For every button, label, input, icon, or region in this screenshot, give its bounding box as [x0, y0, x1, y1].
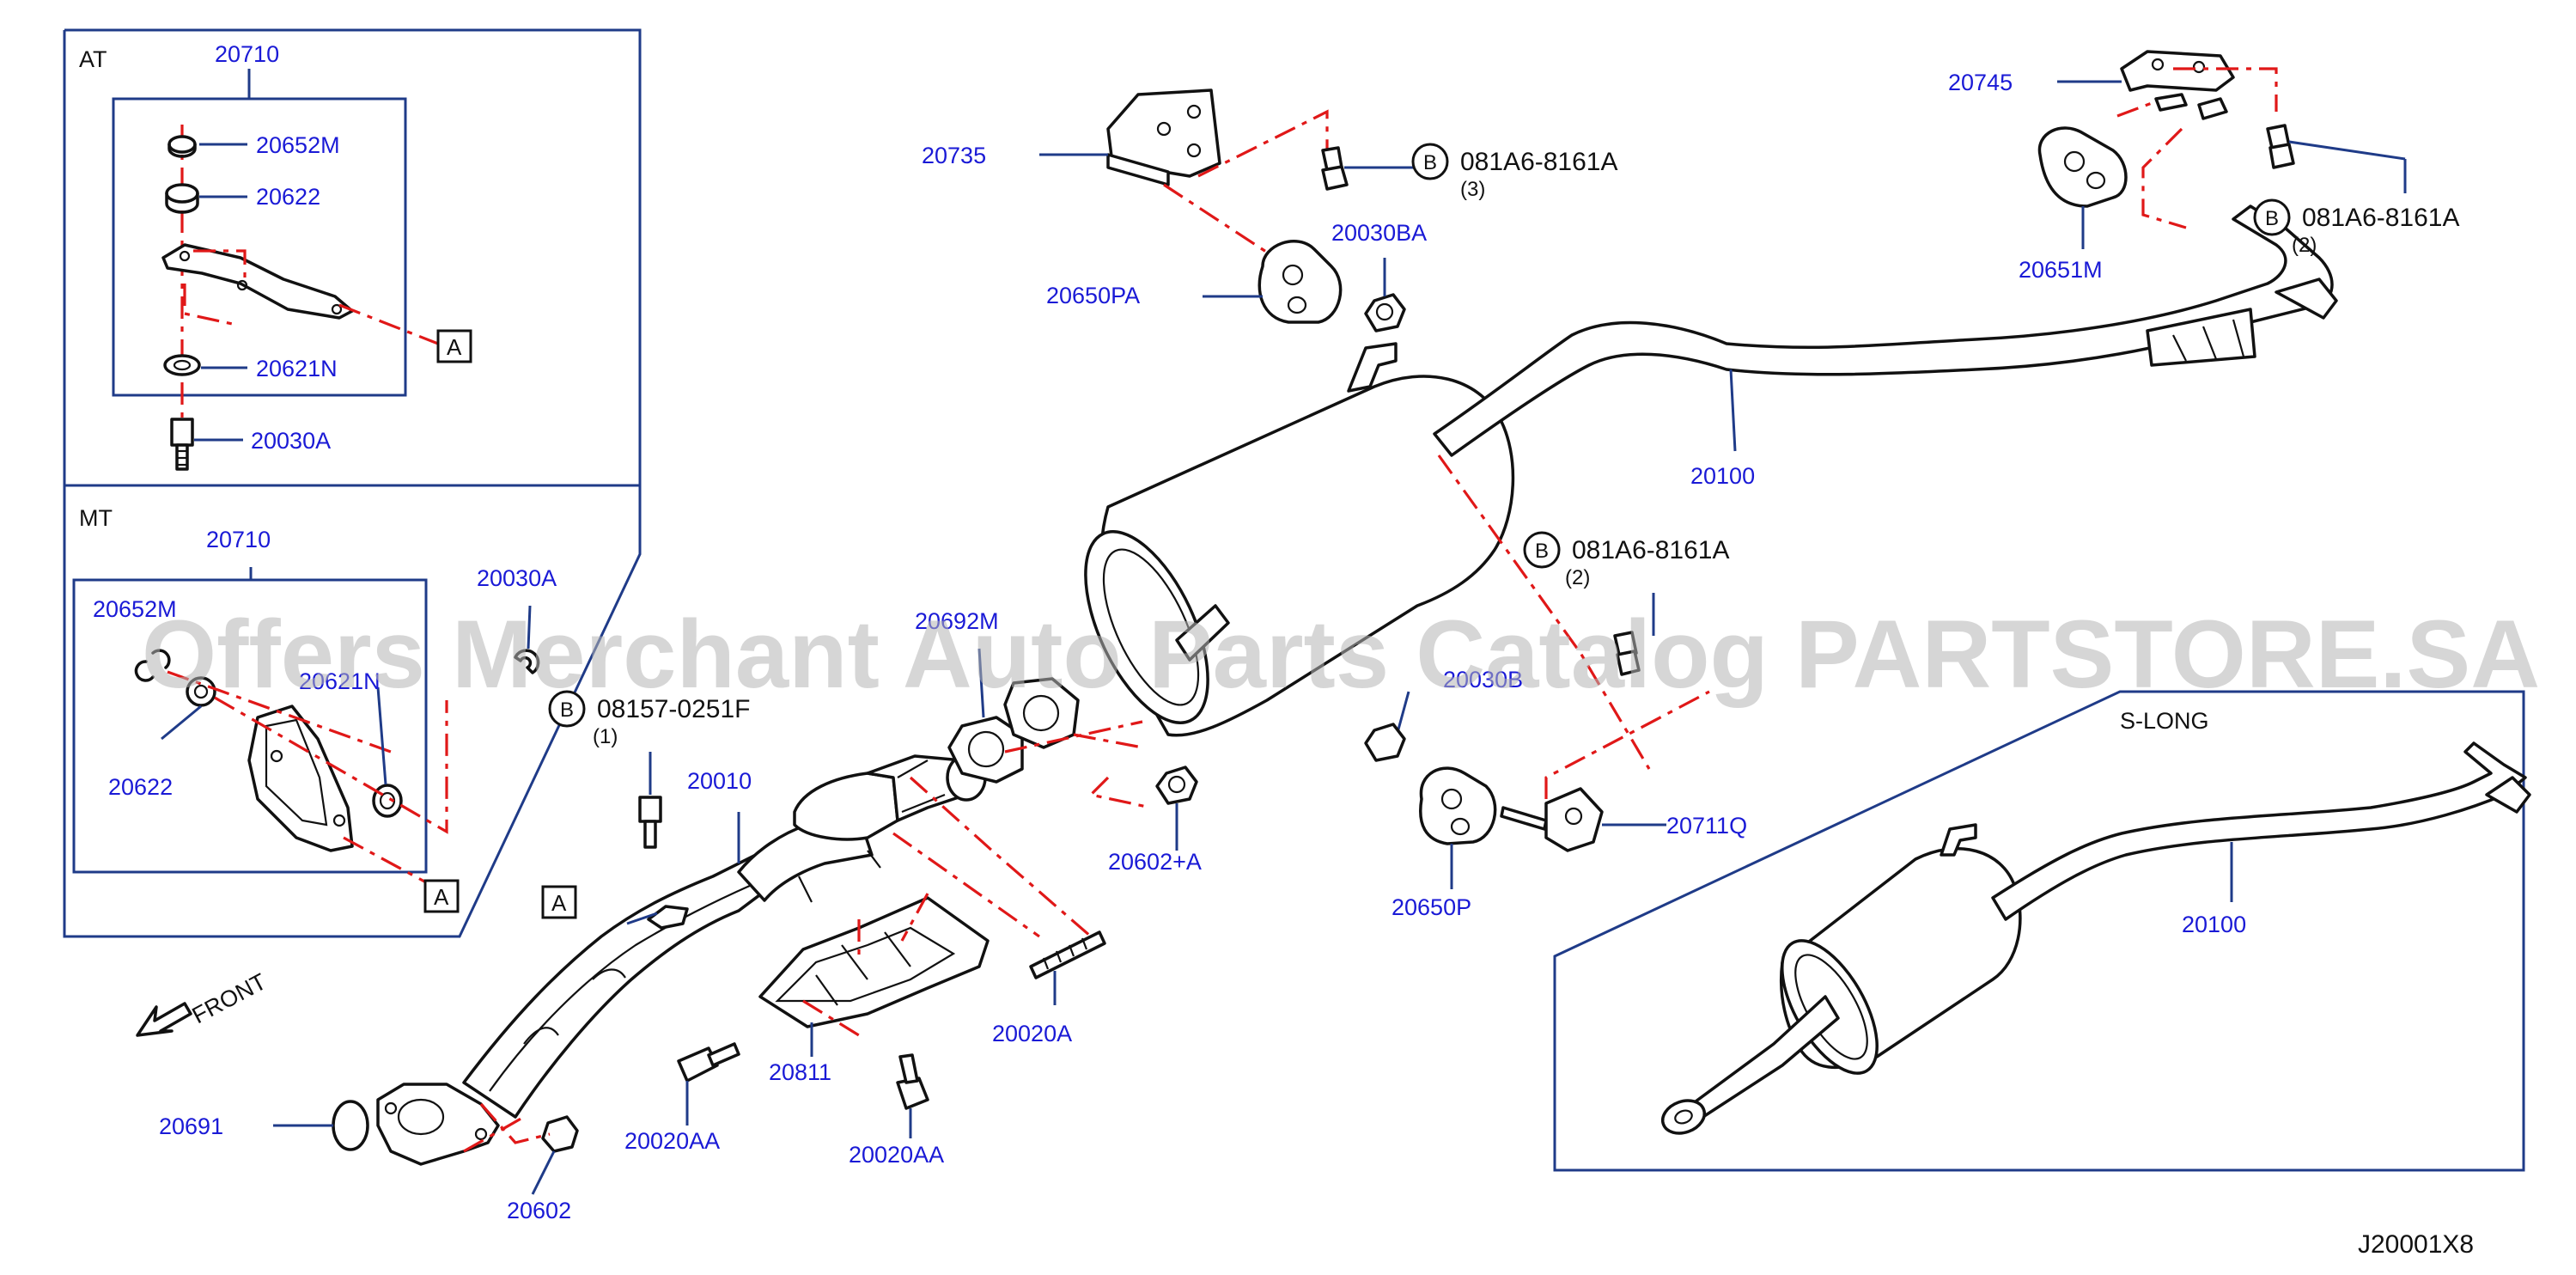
- label-20745: 20745: [1948, 70, 2013, 95]
- label-20100-slong: 20100: [2182, 912, 2246, 937]
- label-20652m-at: 20652M: [256, 132, 340, 158]
- label-20100-main: 20100: [1690, 463, 1755, 489]
- front-exhaust-tube: [376, 753, 987, 1166]
- front-label: FRONT: [188, 968, 271, 1028]
- label-20651m: 20651M: [2019, 257, 2103, 283]
- section-label-at: AT: [79, 46, 107, 72]
- bolt-markers: B B B B: [548, 143, 2291, 728]
- circle-b-marker-3: [1523, 531, 1561, 569]
- label-20621n-at: 20621N: [256, 356, 338, 381]
- label-20735: 20735: [922, 143, 986, 168]
- bolt-qty-2: (2): [2292, 234, 2317, 257]
- diagram-code: J20001X8: [2358, 1230, 2474, 1259]
- label-20711q: 20711Q: [1666, 813, 1747, 839]
- heat-insulator: [758, 893, 990, 1057]
- label-20602a: 20602+A: [1108, 849, 1202, 875]
- box-a-at: A: [447, 334, 462, 360]
- box-a-main: A: [551, 890, 567, 916]
- bolt-code-1: 081A6-8161A: [1460, 148, 1618, 176]
- labels: AT MT S-LONG 20710 20652M 20622 20621N 2…: [79, 41, 2474, 1259]
- label-20030a-at: 20030A: [251, 428, 331, 454]
- label-20030ba: 20030BA: [1331, 220, 1427, 246]
- label-20710-mt: 20710: [206, 527, 271, 552]
- label-20710-at: 20710: [215, 41, 279, 67]
- label-20020aa-1: 20020AA: [624, 1128, 720, 1154]
- box-a-mt: A: [434, 884, 449, 910]
- label-20030b: 20030B: [1443, 667, 1523, 692]
- section-label-mt: MT: [79, 505, 113, 531]
- circle-b-letter-3: B: [1535, 540, 1549, 563]
- label-20010: 20010: [687, 768, 752, 794]
- watermark-text: Offers Merchant Auto Parts Catalog PARTS…: [142, 601, 2540, 708]
- main-muffler: [1084, 204, 2338, 770]
- circle-b-marker-1: [1411, 143, 1449, 180]
- circle-b-marker-4: [548, 690, 586, 728]
- fasteners-lower: [273, 752, 1198, 1195]
- label-20691: 20691: [159, 1113, 223, 1139]
- bolt-code-2: 081A6-8161A: [2302, 204, 2460, 232]
- circle-b-letter-2: B: [2265, 207, 2279, 230]
- flange-gasket: [892, 648, 1152, 938]
- mt-bracket-assembly: [134, 567, 540, 913]
- label-20030a-mt: 20030A: [477, 565, 557, 591]
- bolt-qty-1: (3): [1460, 178, 1485, 201]
- inset-frames: [63, 28, 2525, 1172]
- lower-hangers: [1364, 593, 1710, 889]
- label-20652m-mt: 20652M: [93, 596, 177, 622]
- label-20602: 20602: [507, 1198, 571, 1223]
- bolt-qty-3: (2): [1565, 566, 1590, 589]
- label-20622-mt: 20622: [108, 774, 173, 800]
- label-20020aa-2: 20020AA: [849, 1142, 944, 1168]
- at-bracket-assembly: [161, 69, 472, 471]
- circle-b-letter-4: B: [560, 699, 574, 722]
- label-20811: 20811: [769, 1059, 831, 1085]
- label-20692m: 20692M: [915, 608, 999, 634]
- label-20622-at: 20622: [256, 184, 320, 210]
- circle-b-marker-2: [2253, 198, 2291, 236]
- label-20650p: 20650P: [1392, 894, 1471, 920]
- slong-muffler: [1660, 741, 2531, 1135]
- label-20621n-mt: 20621N: [299, 668, 381, 694]
- bolt-code-3: 081A6-8161A: [1572, 536, 1730, 564]
- label-20020a: 20020A: [992, 1021, 1072, 1046]
- bolt-qty-4: (1): [593, 725, 618, 748]
- circle-b-letter-1: B: [1423, 151, 1437, 174]
- section-label-slong: S-LONG: [2120, 708, 2209, 734]
- bolt-code-4: 08157-0251F: [597, 695, 750, 723]
- upper-hangers: [1039, 50, 2407, 332]
- front-arrow: [136, 1002, 192, 1037]
- label-20650pa: 20650PA: [1046, 283, 1140, 308]
